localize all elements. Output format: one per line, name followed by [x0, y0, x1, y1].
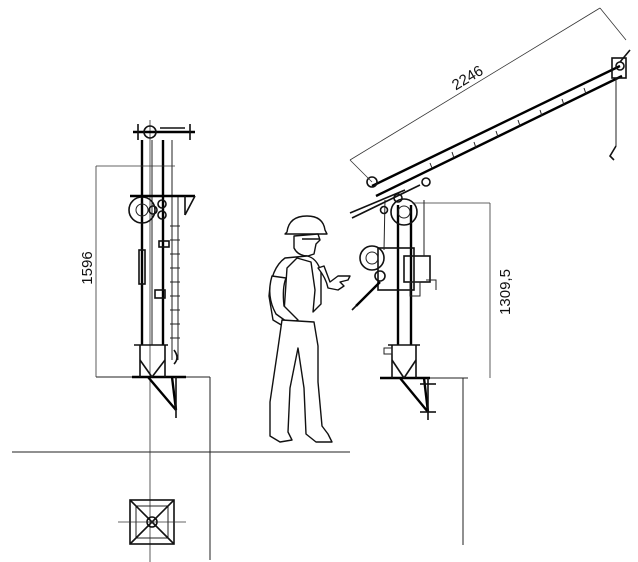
dimension-label-1309-5: 1309,5: [497, 269, 514, 315]
dimension-label-1596: 1596: [79, 251, 96, 284]
crane-boom: [349, 49, 631, 226]
left-column-side-view: [128, 124, 196, 418]
worker-figure: [268, 215, 351, 443]
crane-column-right: [351, 199, 437, 420]
floor-lines: [12, 120, 468, 562]
dimension-left-height: 1596: [79, 165, 175, 377]
base-plate-top-view: [118, 499, 186, 545]
dimension-right-height: 1309,5: [412, 202, 514, 378]
dimension-label-2246: 2246: [449, 62, 486, 94]
